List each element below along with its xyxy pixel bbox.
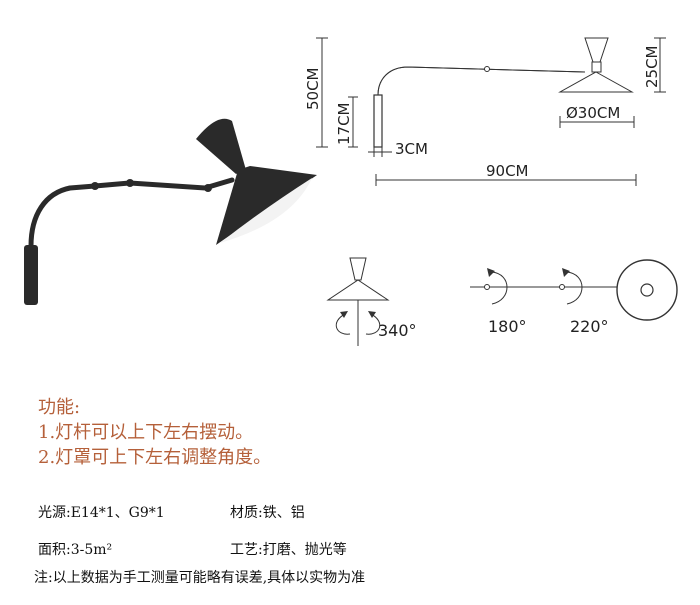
dim-base-width: 3CM [395,140,428,158]
lamp-top-cone [196,118,246,174]
feature-item-2: 2.灯罩可上下左右调整角度。 [38,447,272,468]
dim-arm-length: 90CM [486,162,529,180]
spec-area: 面积:3-5m² [38,542,113,558]
wall-mount [24,245,38,305]
spec-material: 材质:铁、铝 [230,505,305,521]
rotation-shade-label: 340° [378,321,417,340]
product-diagram: 50CM 17CM 3CM 90CM 25CM Ø30CM [24,37,678,346]
dim-base-height: 17CM [335,102,353,145]
spec-light-source: 光源:E14*1、G9*1 [38,505,165,521]
features-title: 功能: [38,397,81,418]
feature-item-1: 1.灯杆可以上下左右摆动。 [38,422,254,443]
disclaimer-note: 注:以上数据为手工测量可能略有误差,具体以实物为准 [34,570,366,586]
lamp-shade [216,166,317,245]
rotation-shade: 340° [326,257,417,346]
dim-shade-diameter: Ø30CM [566,104,620,122]
rotation-arm: 180° 220° [470,259,678,336]
dim-total-height: 50CM [304,67,322,110]
rotation-arm-end-label: 220° [570,317,609,336]
lamp-shade-inner [220,178,312,243]
dimension-drawing: 50CM 17CM 3CM 90CM 25CM Ø30CM [304,37,666,186]
rotation-arm-joint-label: 180° [488,317,527,336]
dim-shade-height: 25CM [643,45,661,88]
lamp-photo [24,118,317,305]
lamp-arm-curve [28,185,71,247]
spec-craft: 工艺:打磨、抛光等 [230,542,347,558]
